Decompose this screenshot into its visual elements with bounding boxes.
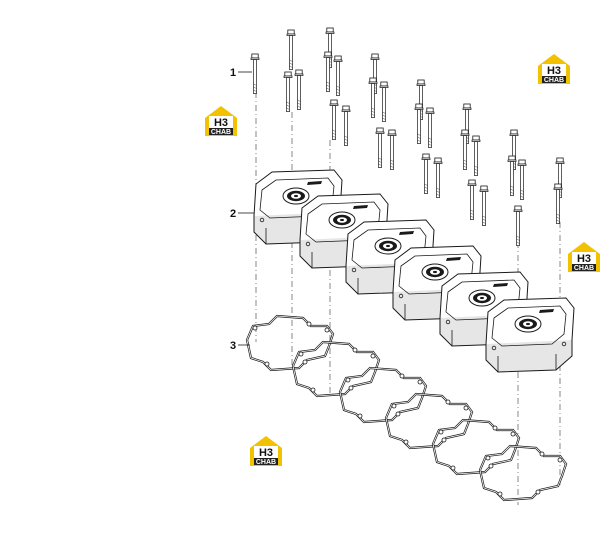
callout-label: 3	[230, 340, 236, 352]
bolt	[433, 157, 443, 199]
watermark-logo: H3 CHAB	[248, 434, 284, 468]
watermark-logo: H3 CHAB	[536, 52, 572, 86]
bolt	[341, 105, 351, 147]
gasket	[338, 366, 428, 424]
bolt	[414, 103, 424, 145]
bolt	[460, 129, 470, 171]
callout-label: 1	[230, 67, 236, 79]
bolt	[323, 51, 333, 92]
callout-2: 2	[230, 208, 254, 220]
gasket	[384, 392, 474, 450]
bolt	[329, 99, 339, 141]
bolt	[286, 29, 296, 70]
valve-covers-group	[253, 169, 575, 373]
bolt	[250, 53, 260, 94]
bolt	[553, 183, 563, 225]
bolt	[283, 71, 293, 112]
gasket	[431, 418, 521, 476]
bolt	[479, 185, 489, 227]
bolt	[333, 55, 343, 96]
watermark-bottom-text: CHAB	[256, 459, 276, 466]
gasket	[291, 340, 381, 398]
valve-cover	[485, 297, 575, 373]
gasket	[478, 444, 568, 502]
bolt	[387, 129, 397, 171]
bolt	[513, 205, 523, 247]
bolt	[421, 153, 431, 195]
bolt	[294, 69, 304, 110]
bolt	[467, 179, 477, 221]
gasket	[245, 314, 335, 372]
watermark-top-text: H3	[577, 253, 591, 265]
bolt	[375, 127, 385, 169]
watermark-top-text: H3	[259, 447, 273, 459]
watermark-bottom-text: CHAB	[544, 77, 564, 84]
bolt	[379, 81, 389, 122]
watermark-bottom-text: CHAB	[574, 265, 594, 272]
watermark-bottom-text: CHAB	[211, 129, 231, 136]
watermark-logo: H3 CHAB	[566, 240, 602, 274]
bolt	[507, 155, 517, 197]
callout-3: 3	[230, 340, 250, 352]
bolt	[368, 77, 378, 118]
bolt	[471, 135, 481, 177]
watermark-logo: H3 CHAB	[203, 104, 239, 138]
callout-1: 1	[230, 67, 252, 79]
callout-label: 2	[230, 208, 236, 220]
bolt	[425, 107, 435, 149]
watermark-top-text: H3	[547, 65, 561, 77]
watermark-top-text: H3	[214, 117, 228, 129]
bolt	[517, 159, 527, 201]
